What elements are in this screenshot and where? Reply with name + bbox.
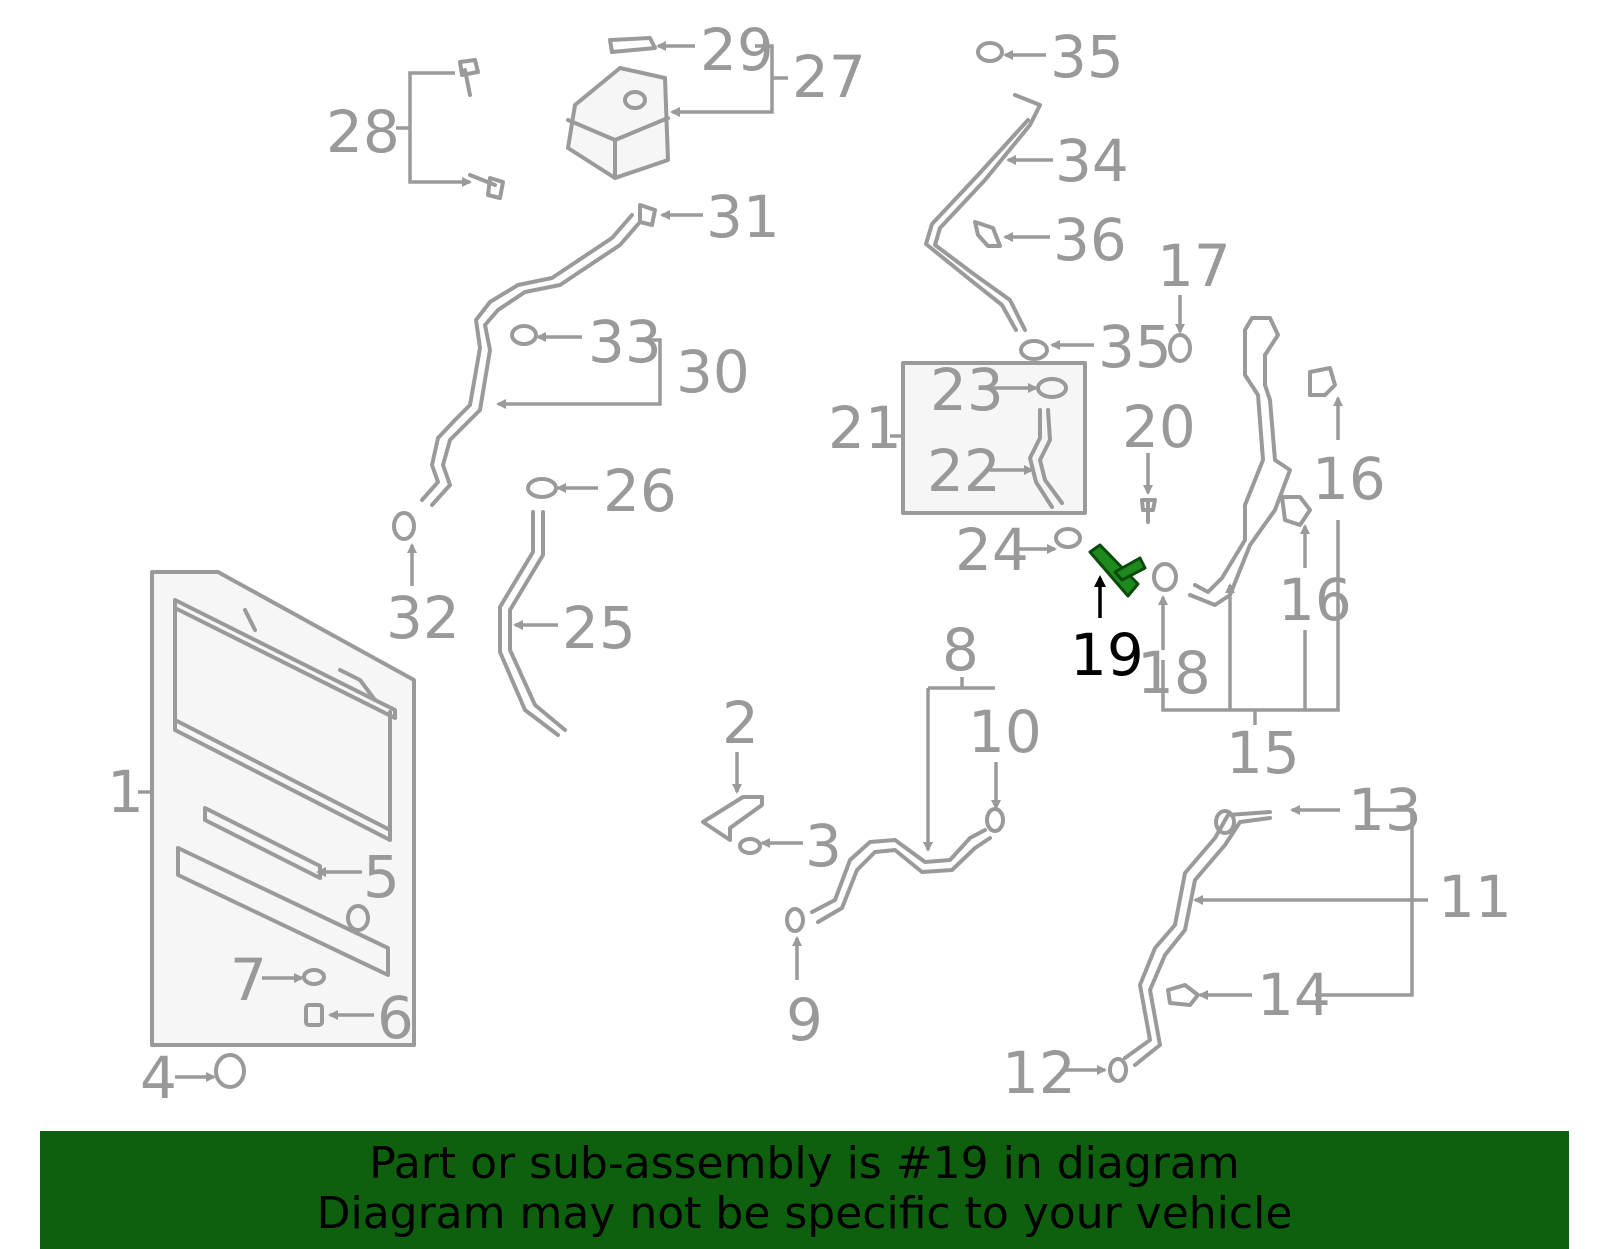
callout-18[interactable]: 18	[1137, 639, 1211, 707]
footer-banner: Part or sub-assembly is #19 in diagram D…	[40, 1131, 1569, 1249]
callout-35-top[interactable]: 35	[1050, 23, 1124, 91]
callout-22[interactable]: 22	[927, 437, 1001, 505]
footer-message-disclaimer: Diagram may not be specific to your vehi…	[316, 1188, 1293, 1239]
callout-14[interactable]: 14	[1257, 961, 1331, 1029]
callout-34[interactable]: 34	[1055, 127, 1129, 195]
callout-33[interactable]: 33	[588, 308, 662, 376]
callout-28[interactable]: 28	[326, 98, 400, 166]
callout-4[interactable]: 4	[140, 1044, 177, 1112]
callout-17[interactable]: 17	[1157, 232, 1231, 300]
bolt-part-20[interactable]	[1140, 498, 1157, 524]
callout-16-top[interactable]: 16	[1312, 445, 1386, 513]
callout-23[interactable]: 23	[930, 356, 1004, 424]
callout-35-bottom[interactable]: 35	[1098, 313, 1172, 381]
pipe-part-34[interactable]	[924, 41, 1049, 361]
callout-16-bottom[interactable]: 16	[1278, 566, 1352, 634]
footer-message-part: Part or sub-assembly is #19 in diagram	[369, 1138, 1240, 1189]
callout-24[interactable]: 24	[955, 516, 1029, 584]
clamp-part-24[interactable]	[1054, 527, 1082, 549]
callout-26[interactable]: 26	[603, 457, 677, 525]
callout-27[interactable]: 27	[792, 43, 866, 111]
callout-29[interactable]: 29	[700, 16, 774, 84]
callout-10[interactable]: 10	[968, 698, 1042, 766]
callout-8[interactable]: 8	[942, 616, 979, 684]
callout-2[interactable]: 2	[722, 689, 759, 757]
hose-part-11[interactable]	[1108, 809, 1272, 1083]
callout-12[interactable]: 12	[1002, 1039, 1076, 1107]
clamp-part-17[interactable]	[1168, 333, 1192, 363]
callout-1[interactable]: 1	[107, 758, 144, 826]
hose-part-30[interactable]	[392, 203, 657, 541]
callout-19[interactable]: 19	[1070, 621, 1144, 689]
callout-30[interactable]: 30	[676, 338, 750, 406]
callout-11[interactable]: 11	[1438, 863, 1512, 931]
bracket-part-2[interactable]	[701, 795, 764, 855]
hose-part-15[interactable]	[1188, 316, 1337, 607]
highlighted-part-19[interactable]	[1088, 543, 1147, 598]
callout-21[interactable]: 21	[828, 394, 902, 462]
reservoir-tank[interactable]	[458, 36, 670, 200]
callout-20[interactable]: 20	[1122, 393, 1196, 461]
hose-part-25[interactable]	[498, 477, 567, 737]
callout-31[interactable]: 31	[706, 183, 780, 251]
callout-6[interactable]: 6	[377, 984, 414, 1052]
callout-7[interactable]: 7	[230, 946, 267, 1014]
callout-15[interactable]: 15	[1226, 719, 1300, 787]
callout-9[interactable]: 9	[786, 986, 823, 1054]
callout-5[interactable]: 5	[363, 843, 400, 911]
callout-36[interactable]: 36	[1053, 206, 1127, 274]
clamp-part-18[interactable]	[1152, 562, 1178, 592]
callout-3[interactable]: 3	[805, 812, 842, 880]
callout-32[interactable]: 32	[386, 584, 460, 652]
callout-25[interactable]: 25	[562, 594, 636, 662]
radiator-assembly[interactable]	[150, 570, 416, 1089]
